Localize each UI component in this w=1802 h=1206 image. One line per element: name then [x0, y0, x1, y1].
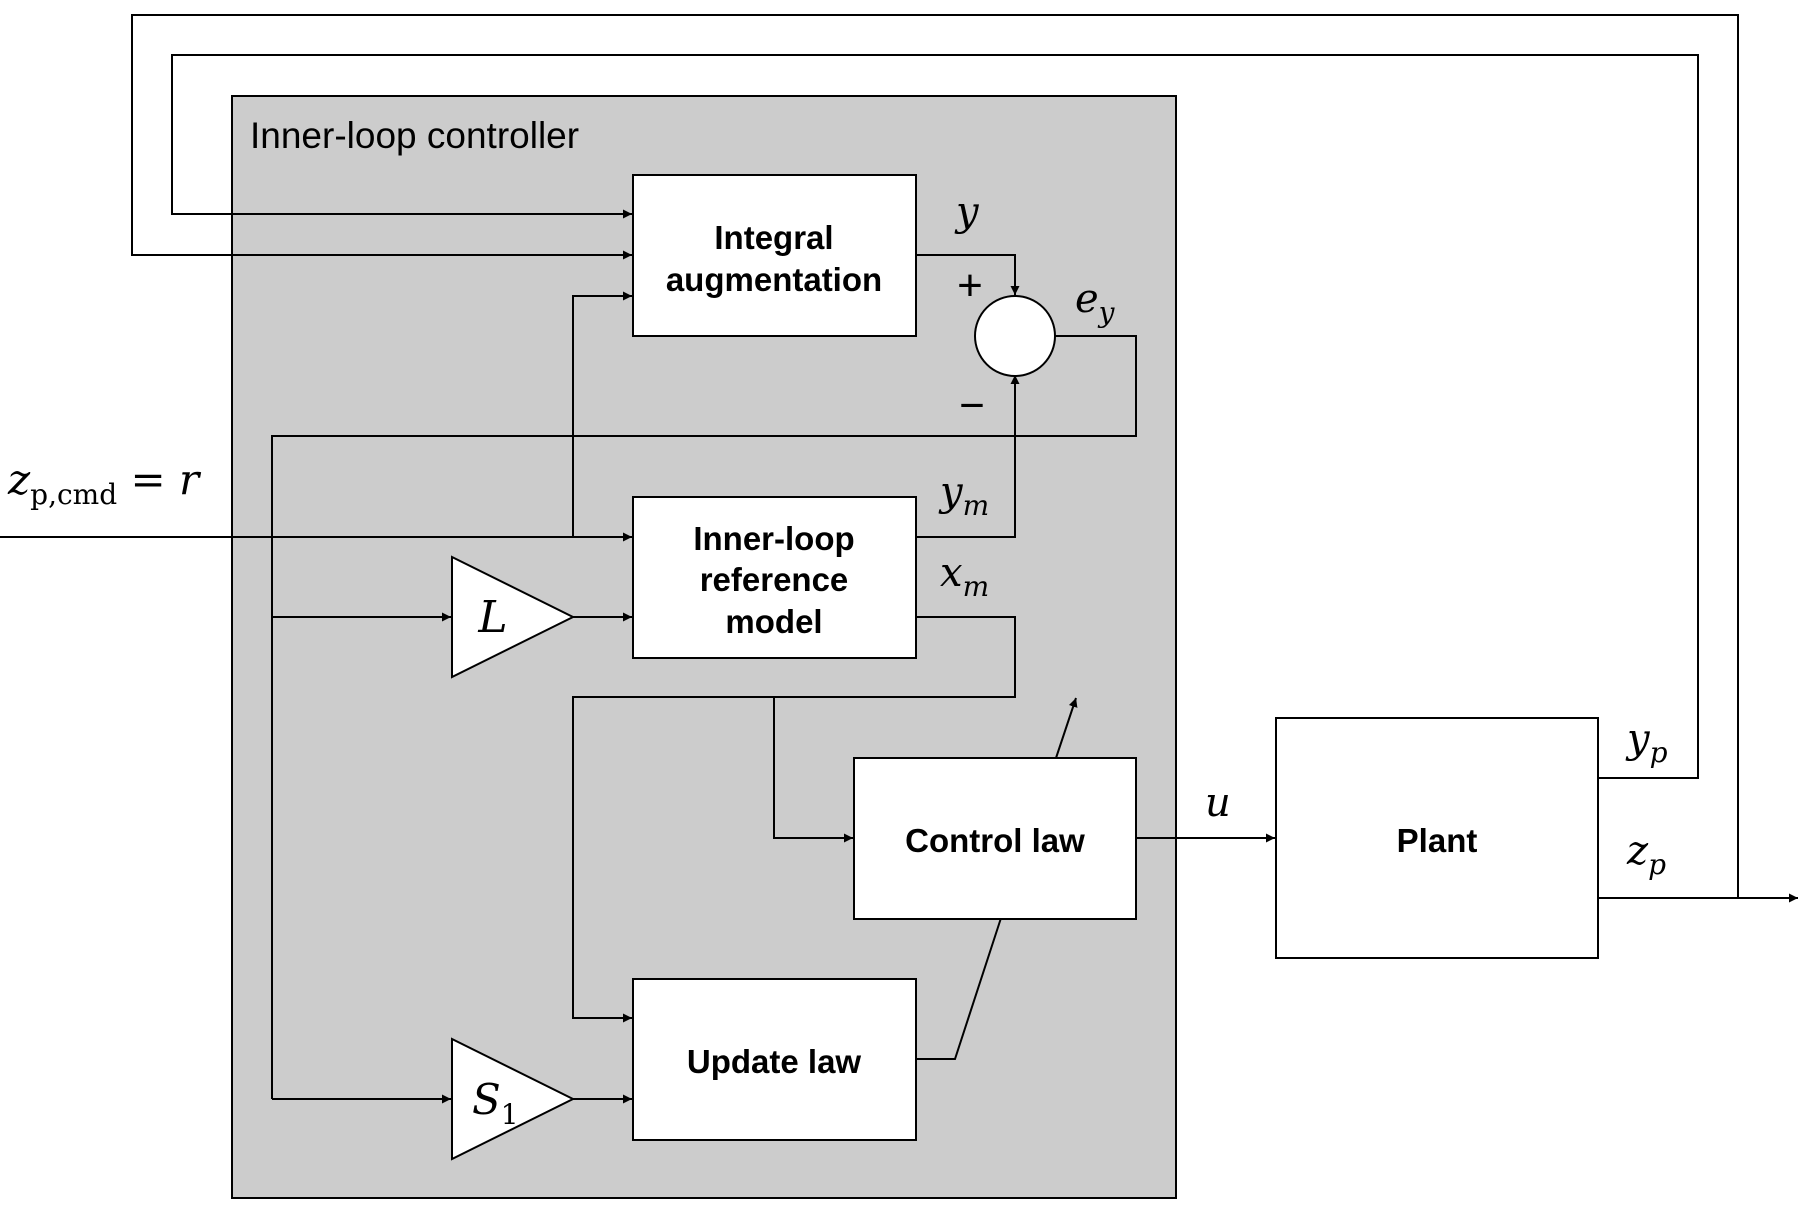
- integral-augmentation-label-2: augmentation: [666, 261, 882, 298]
- reference-model-label-2: reference: [700, 561, 849, 598]
- update-law-label: Update law: [687, 1043, 862, 1080]
- inner-loop-controller-title: Inner-loop controller: [250, 115, 579, 156]
- adaptive-arrow: [1055, 697, 1078, 759]
- gain-S1: S1: [451, 1037, 576, 1161]
- summing-junction: + −: [957, 261, 1056, 430]
- reference-model-label-3: model: [725, 603, 822, 640]
- signal-u-label: u: [1205, 780, 1231, 826]
- signal-xm-label: xm: [940, 550, 989, 603]
- gain-L-label: L: [477, 592, 507, 643]
- control-law-block: Control law: [853, 757, 1137, 920]
- plant-block: Plant: [1275, 717, 1599, 959]
- reference-model-label-1: Inner-loop: [693, 520, 854, 557]
- summer-minus-sign: −: [959, 381, 985, 430]
- reference-model-block: Inner-loop reference model: [632, 496, 917, 659]
- update-to-control-line: [916, 917, 1002, 1060]
- xm-line: [572, 616, 1016, 1023]
- yp-feedback-line: [171, 54, 1699, 779]
- gain-S1-label: S1: [472, 1075, 519, 1131]
- update-law-block: Update law: [632, 978, 917, 1141]
- control-law-label: Control law: [905, 822, 1085, 859]
- signal-y-label: y: [954, 189, 980, 235]
- gain-L: L: [451, 555, 576, 679]
- r-to-integral-line: [572, 291, 632, 537]
- signal-lines: [0, 14, 1798, 1104]
- integral-augmentation-label-1: Integral: [714, 219, 833, 256]
- zp-feedback-line: [131, 14, 1739, 898]
- ym-to-summer-line: [916, 375, 1020, 538]
- integral-augmentation-block: Integral augmentation: [632, 174, 917, 337]
- signal-zp-label: zp: [1626, 828, 1666, 881]
- ey-line: [271, 335, 1137, 1099]
- command-signal-label: zp,cmd = r: [7, 455, 202, 511]
- summer-plus-sign: +: [957, 261, 983, 310]
- signal-ey-label: ey: [1075, 276, 1116, 329]
- y-to-summer-line: [916, 254, 1020, 295]
- xm-to-control-line: [773, 697, 853, 843]
- plant-label: Plant: [1397, 822, 1478, 859]
- signal-yp-label: yp: [1625, 716, 1668, 769]
- signal-ym-label: ym: [938, 469, 989, 522]
